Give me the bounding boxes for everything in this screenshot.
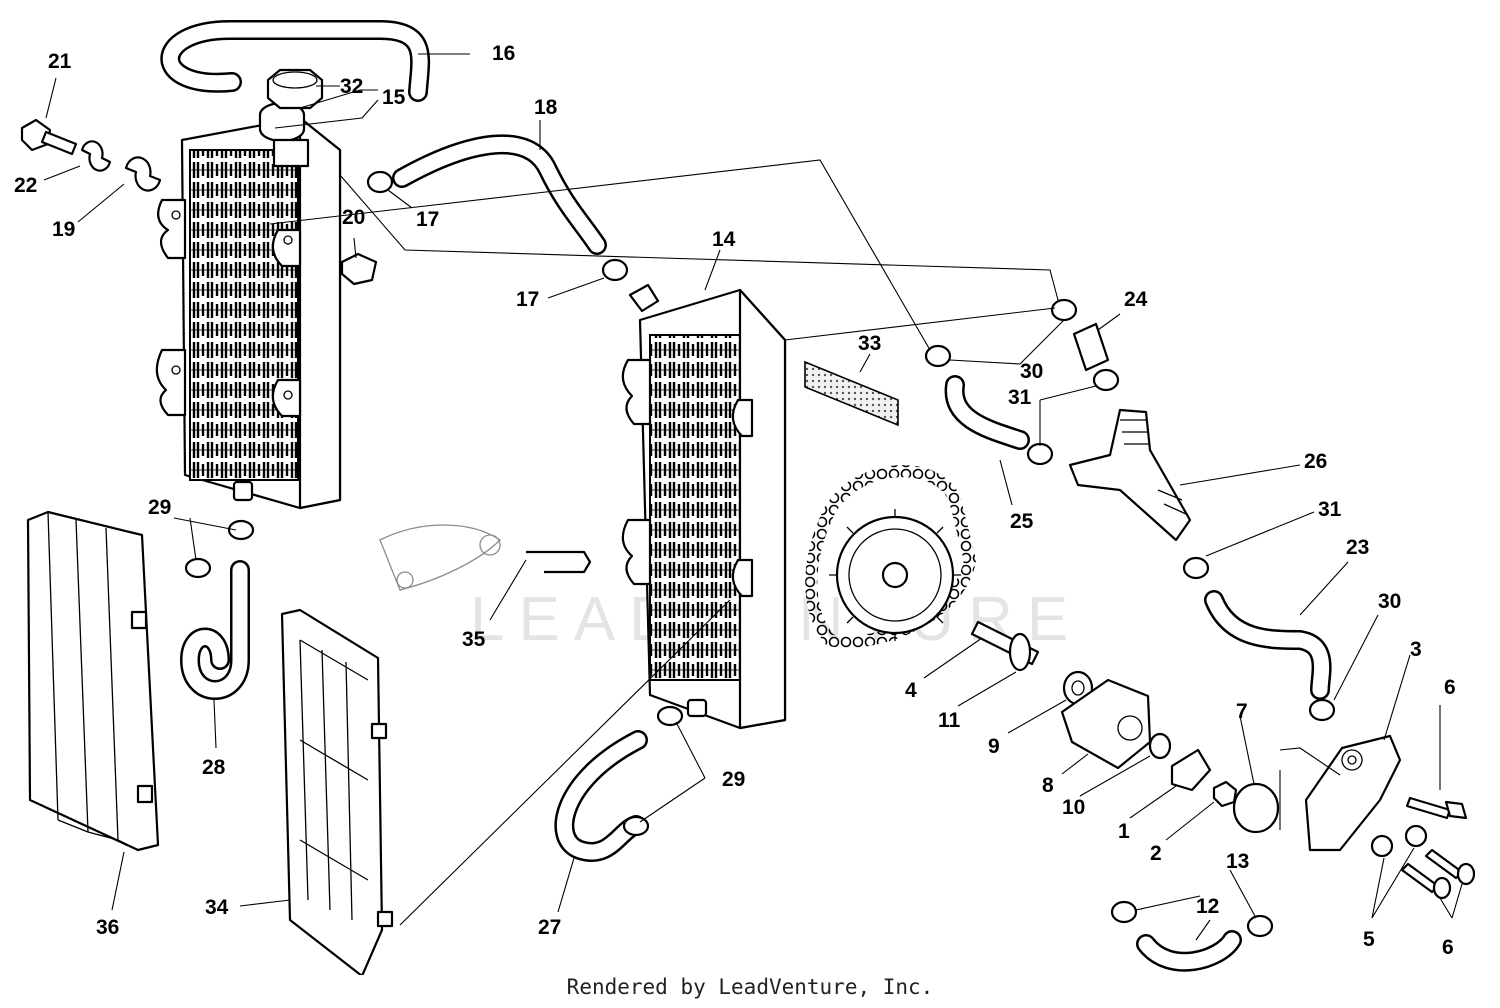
callout-17-upper: 17	[416, 208, 439, 231]
callout-27: 27	[538, 916, 561, 939]
callout-25: 25	[1010, 510, 1034, 533]
bolt-6-lower-a	[1424, 848, 1476, 886]
clamp-29-c	[656, 705, 684, 727]
washer-5-a	[1404, 824, 1428, 848]
callout-29-right: 29	[722, 768, 745, 791]
callout-35: 35	[462, 628, 486, 651]
hose-28	[180, 560, 250, 700]
callout-6-upper: 6	[1444, 676, 1456, 699]
callout-28: 28	[202, 756, 226, 779]
frame-sketch	[379, 524, 502, 591]
shroud-34	[280, 608, 394, 975]
foam-33	[804, 360, 899, 427]
callout-10: 10	[1062, 796, 1085, 819]
callout-23: 23	[1346, 536, 1369, 559]
o-ring-7	[1232, 782, 1280, 834]
left-radiator	[155, 101, 342, 510]
clamp-13-a	[1110, 900, 1138, 924]
reference-lines	[269, 159, 1341, 926]
callout-9: 9	[988, 735, 1000, 758]
callout-5: 5	[1363, 928, 1375, 951]
callout-4: 4	[905, 679, 917, 702]
nut-2	[1212, 780, 1238, 808]
clamp-30-b	[1050, 298, 1078, 322]
callout-22: 22	[14, 174, 37, 197]
callout-32: 32	[340, 75, 363, 98]
hose-25	[944, 375, 1030, 450]
callout-6-lower: 6	[1442, 936, 1454, 959]
right-radiator	[621, 283, 787, 730]
clamp-30-a	[924, 344, 952, 368]
leader-lines	[43, 53, 1463, 941]
clamp-13-b	[1246, 914, 1274, 938]
callout-30-lower: 30	[1378, 590, 1401, 613]
callout-11: 11	[938, 709, 961, 732]
callout-20: 20	[342, 206, 365, 229]
clamp-30-c	[1308, 698, 1336, 722]
callout-29-left: 29	[148, 496, 171, 519]
clamp-31-a	[1026, 442, 1054, 466]
bracket-35	[526, 550, 592, 574]
shroud-36	[26, 510, 160, 852]
callout-13: 13	[1226, 850, 1249, 873]
clamp-29-b	[184, 557, 212, 579]
hose-23	[1204, 590, 1332, 700]
callout-14: 14	[712, 228, 736, 251]
hose-18	[392, 134, 607, 255]
callout-12: 12	[1196, 895, 1219, 918]
callout-19: 19	[52, 218, 75, 241]
callout-26: 26	[1304, 450, 1327, 473]
washer-11	[1008, 632, 1032, 672]
callout-8: 8	[1042, 774, 1054, 797]
radiator-cap	[266, 68, 324, 110]
hose-27	[554, 730, 648, 862]
parts-diagram: LEADVENTURE	[14, 20, 1476, 975]
callout-16: 16	[492, 42, 515, 65]
bolt-6-lower-b	[1400, 862, 1452, 900]
callout-36: 36	[96, 916, 119, 939]
grommet-20	[340, 252, 378, 286]
impeller-1	[1170, 748, 1212, 792]
washer-5-b	[1370, 834, 1394, 858]
hose-24	[1072, 322, 1110, 372]
callout-21: 21	[48, 50, 72, 73]
clamp-17-upper	[366, 170, 394, 194]
callout-33: 33	[858, 332, 881, 355]
callout-1: 1	[1118, 820, 1130, 843]
hose-12	[1136, 930, 1242, 972]
seal-10	[1148, 732, 1172, 760]
clamp-29-d	[622, 815, 650, 837]
hose-26	[1068, 408, 1192, 542]
callout-3: 3	[1410, 638, 1422, 661]
clamp-31-c	[1182, 556, 1210, 580]
callout-24: 24	[1124, 288, 1148, 311]
grommet-19	[124, 156, 162, 192]
overflow-hose	[160, 20, 431, 102]
callout-2: 2	[1150, 842, 1162, 865]
callout-31-lower: 31	[1318, 498, 1342, 521]
callout-7: 7	[1236, 700, 1248, 723]
pump-housing-3	[1304, 734, 1402, 852]
callout-34: 34	[205, 896, 229, 919]
callout-30-upper: 30	[1020, 360, 1043, 383]
callout-15: 15	[382, 86, 406, 109]
clamp-29-a	[227, 519, 255, 541]
bolt-6-upper	[1405, 796, 1468, 820]
bolt-21	[20, 118, 78, 156]
callout-31-upper: 31	[1008, 386, 1032, 409]
washer-22	[80, 140, 112, 172]
sprocket	[829, 509, 961, 641]
callout-17-lower: 17	[516, 288, 539, 311]
callout-18: 18	[534, 96, 558, 119]
callout-labels: 1 2 3 4 5 6 6 7 8 9 10 11 12 13 14 15 16…	[14, 42, 1456, 959]
footer-credit: Rendered by LeadVenture, Inc.	[566, 975, 934, 999]
clamp-31-b	[1092, 368, 1120, 392]
clamp-17-lower	[601, 258, 629, 282]
